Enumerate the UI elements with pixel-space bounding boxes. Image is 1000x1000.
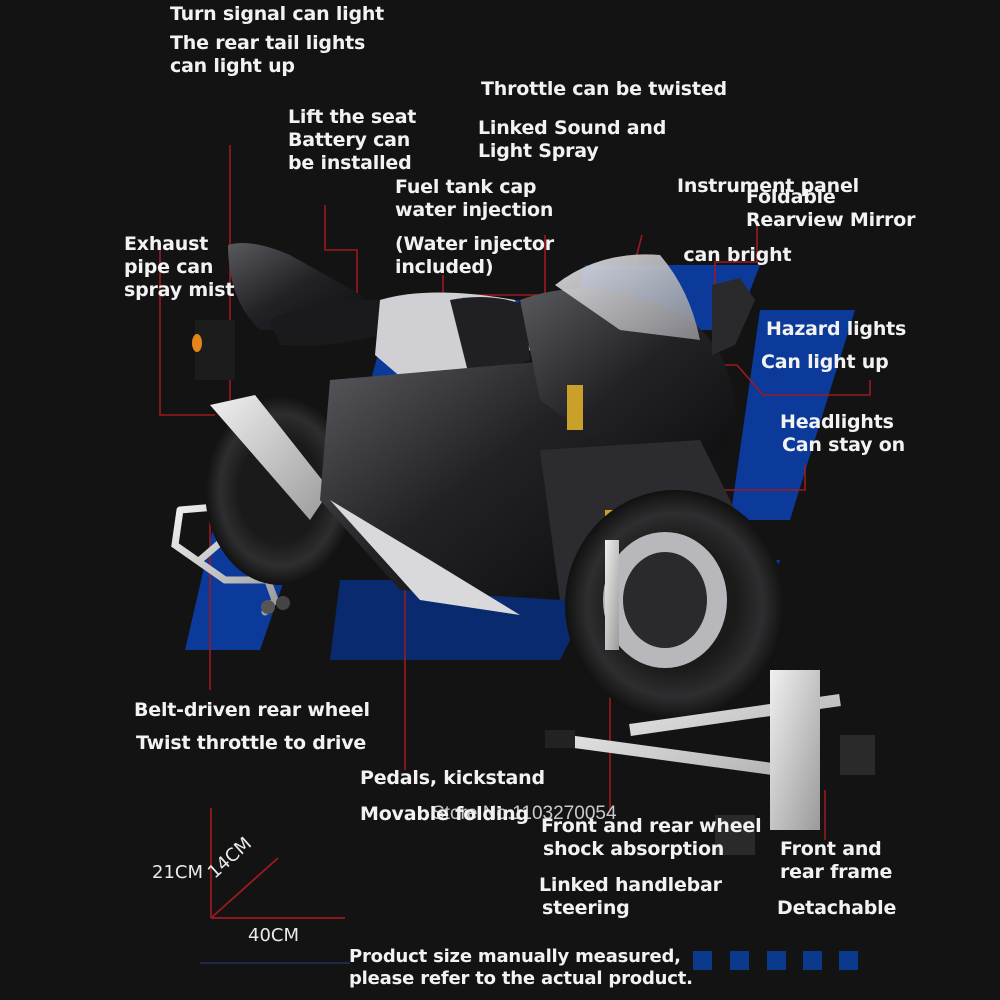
label-fuel-tank: Fuel tank cap water injection — [395, 176, 553, 222]
label-line: Linked Sound and — [478, 117, 667, 139]
label-water-injector: (Water injector included) — [395, 233, 554, 279]
label-line: Hazard lights — [766, 318, 907, 340]
label-line: Fuel tank cap — [395, 176, 537, 198]
label-line: shock absorption — [543, 838, 725, 860]
label-line: Product size manually measured, — [349, 946, 681, 967]
label-line: Foldable — [746, 186, 836, 208]
label-line: Belt-driven rear wheel — [134, 699, 370, 721]
label-line: The rear tail lights — [170, 32, 366, 54]
label-line: Pedals, kickstand — [360, 767, 545, 789]
label-line: Movable folding — [360, 803, 529, 825]
label-line: can bright — [677, 244, 792, 266]
label-lift-seat: Lift the seat Battery can be installed — [288, 106, 416, 175]
decorative-square — [803, 951, 822, 970]
label-handlebar-steering: Linked handlebar steering — [539, 874, 722, 920]
label-foldable-mirror: Foldable Rearview Mirror — [746, 186, 915, 232]
label-line: Instrument panel — [677, 175, 859, 197]
motorcycle-image — [171, 242, 875, 855]
label-line: Detachable — [777, 897, 897, 919]
label-line: Battery can — [288, 129, 411, 151]
decorative-square — [767, 951, 786, 970]
label-frame: Front and rear frame — [780, 838, 892, 884]
label-line: (Water injector — [395, 233, 554, 255]
label-line: be installed — [288, 152, 412, 174]
label-line: Throttle can be twisted — [481, 78, 727, 100]
label-rear-tail-lights: The rear tail lights can light up — [170, 32, 365, 78]
label-line: Turn signal can light — [170, 3, 385, 25]
label-line: Light Spray — [478, 140, 599, 162]
label-belt-driven: Belt-driven rear wheel — [134, 699, 370, 722]
label-line: Twist throttle to drive — [136, 732, 367, 754]
decorative-square — [730, 951, 749, 970]
label-instrument-panel: Instrument panel can bright — [677, 129, 859, 290]
dimension-height: 21CM — [152, 862, 204, 883]
label-hazard-can-light: Can light up — [761, 351, 889, 374]
label-line: pipe can — [124, 256, 214, 278]
label-line: Rearview Mirror — [746, 209, 916, 231]
label-throttle: Throttle can be twisted — [481, 78, 727, 101]
decorative-square — [839, 951, 858, 970]
disclaimer-text: Product size manually measured, please r… — [349, 946, 693, 990]
label-linked-sound: Linked Sound and Light Spray — [478, 117, 666, 163]
label-twist-throttle: Twist throttle to drive — [136, 732, 366, 755]
label-line: Front and rear wheel — [541, 815, 762, 837]
label-line: Headlights — [780, 411, 894, 433]
label-line: can light up — [170, 55, 295, 77]
label-hazard-lights: Hazard lights — [766, 318, 906, 341]
label-line: Exhaust — [124, 233, 209, 255]
label-line: please refer to the actual product. — [349, 968, 693, 989]
label-line: spray mist — [124, 279, 235, 301]
label-line: rear frame — [780, 861, 893, 883]
label-exhaust: Exhaust pipe can spray mist — [124, 233, 234, 302]
store-watermark: Store No.1103270054 — [432, 803, 617, 824]
label-line: Front and — [780, 838, 882, 860]
label-shock-absorption: Front and rear wheel shock absorption — [541, 815, 762, 861]
label-movable-folding: Movable folding — [360, 803, 529, 826]
label-headlights: Headlights Can stay on — [780, 411, 905, 457]
label-line: Can stay on — [782, 434, 905, 456]
label-line: steering — [542, 897, 630, 919]
label-pedals: Pedals, kickstand — [360, 767, 545, 790]
label-turn-signal: Turn signal can light — [170, 3, 384, 26]
label-line: Linked handlebar — [539, 874, 722, 896]
dimension-length: 40CM — [248, 925, 300, 946]
label-line: Can light up — [761, 351, 889, 373]
dimension-diagram — [210, 808, 345, 919]
decorative-square — [693, 951, 712, 970]
label-line: water injection — [395, 199, 554, 221]
label-detachable: Detachable — [777, 897, 896, 920]
label-line: included) — [395, 256, 494, 278]
label-line: Lift the seat — [288, 106, 417, 128]
